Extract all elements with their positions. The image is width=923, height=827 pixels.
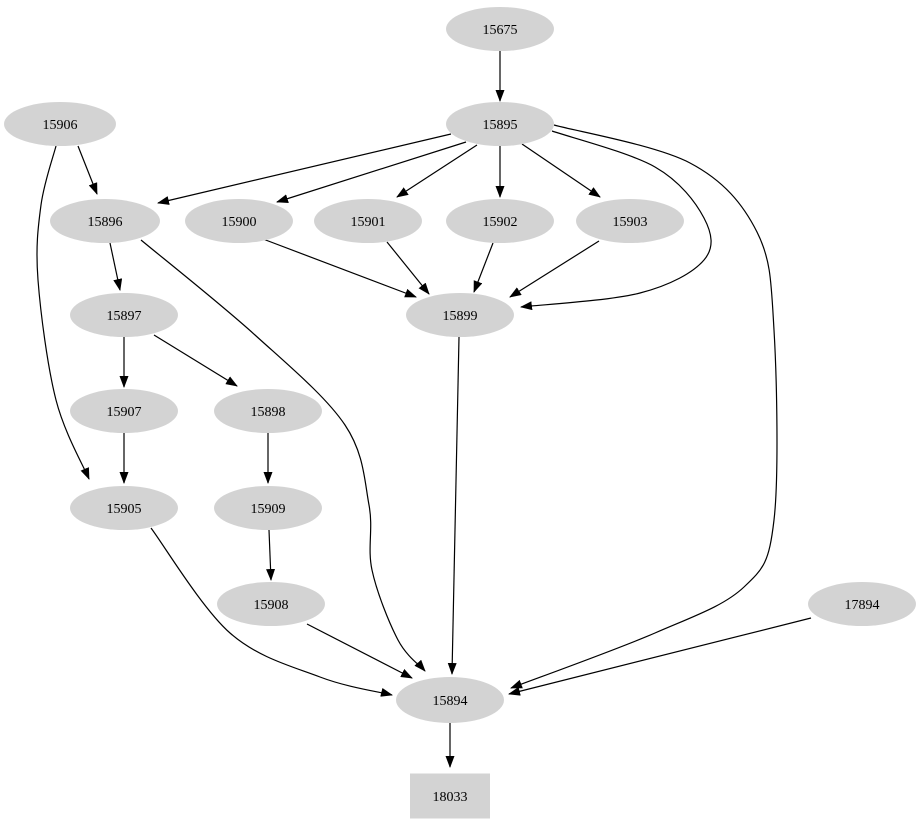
node-ellipse-15901 [314,199,422,243]
node-ellipse-15902 [446,199,554,243]
edge-15896-to-15894 [140,239,426,672]
edge-15896-to-15897 [109,242,123,291]
node-label-15900: 15900 [222,215,257,230]
node-15906: 15906 [4,102,116,146]
edge-15895-to-15903 [521,143,601,198]
edge-15908-to-15894 [306,623,413,679]
node-label-15901: 15901 [351,215,386,230]
edge-15900-to-15899 [262,238,417,298]
node-label-15902: 15902 [483,215,518,230]
edge-15905-to-15894 [150,527,393,697]
node-15899: 15899 [406,293,514,337]
node-ellipse-15896 [50,199,160,243]
node-ellipse-15909 [214,486,322,530]
edge-15906-to-15896 [77,145,98,195]
edge-15897-to-15898 [153,334,238,387]
node-ellipse-15898 [214,389,322,433]
edge-15909-to-15908 [266,529,276,581]
node-box-18033 [410,773,490,819]
node-17894: 17894 [808,582,916,626]
edge-15895-to-15901 [396,144,478,198]
node-15907: 15907 [70,389,178,433]
node-ellipse-15895 [446,102,554,146]
node-ellipse-15906 [4,102,116,146]
node-label-15908: 15908 [254,598,289,613]
node-15909: 15909 [214,486,322,530]
edge-15901-to-15899 [386,241,430,295]
edge-15906-to-15905 [36,145,90,480]
node-15900: 15900 [185,199,293,243]
node-15675: 15675 [446,7,554,51]
node-ellipse-15899 [406,293,514,337]
node-15905: 15905 [70,486,178,530]
node-ellipse-15905 [70,486,178,530]
node-label-18033: 18033 [433,790,468,805]
node-15898: 15898 [214,389,322,433]
node-label-15897: 15897 [107,309,142,324]
node-label-15907: 15907 [107,405,142,420]
edge-15902-to-15899 [473,242,494,293]
node-label-15895: 15895 [483,118,518,133]
edge-15903-to-15899 [509,240,600,298]
nodes-layer: 15675 15895 15906 15896 15900 15901 15902 15903… [4,7,916,819]
node-ellipse-15897 [70,293,178,337]
node-15902: 15902 [446,199,554,243]
node-15908: 15908 [217,582,325,626]
node-label-15675: 15675 [483,23,518,38]
node-label-15894: 15894 [433,694,468,709]
node-label-15899: 15899 [443,309,478,324]
node-15901: 15901 [314,199,422,243]
edge-15899-to-15894 [447,336,460,675]
node-ellipse-15675 [446,7,554,51]
node-ellipse-17894 [808,582,916,626]
edge-15895-to-15894 [510,124,778,689]
node-15903: 15903 [576,199,684,243]
edges-layer [36,51,812,768]
node-label-15898: 15898 [251,405,286,420]
node-ellipse-15907 [70,389,178,433]
edge-17894-to-15894 [508,617,812,696]
node-ellipse-15908 [217,582,325,626]
node-label-17894: 17894 [845,598,880,613]
node-ellipse-15900 [185,199,293,243]
node-15897: 15897 [70,293,178,337]
node-label-15903: 15903 [613,215,648,230]
edge-15895-to-15896 [157,133,452,205]
node-label-15896: 15896 [88,215,123,230]
node-label-15909: 15909 [251,502,286,517]
node-label-15905: 15905 [107,502,142,517]
node-15896: 15896 [50,199,160,243]
edge-15895-to-15900 [276,141,467,203]
node-ellipse-15903 [576,199,684,243]
node-18033: 18033 [410,773,490,819]
node-ellipse-15894 [396,677,504,723]
node-label-15906: 15906 [43,118,78,133]
node-15894: 15894 [396,677,504,723]
node-15895: 15895 [446,102,554,146]
edge-15895-to-15899 [520,130,712,311]
